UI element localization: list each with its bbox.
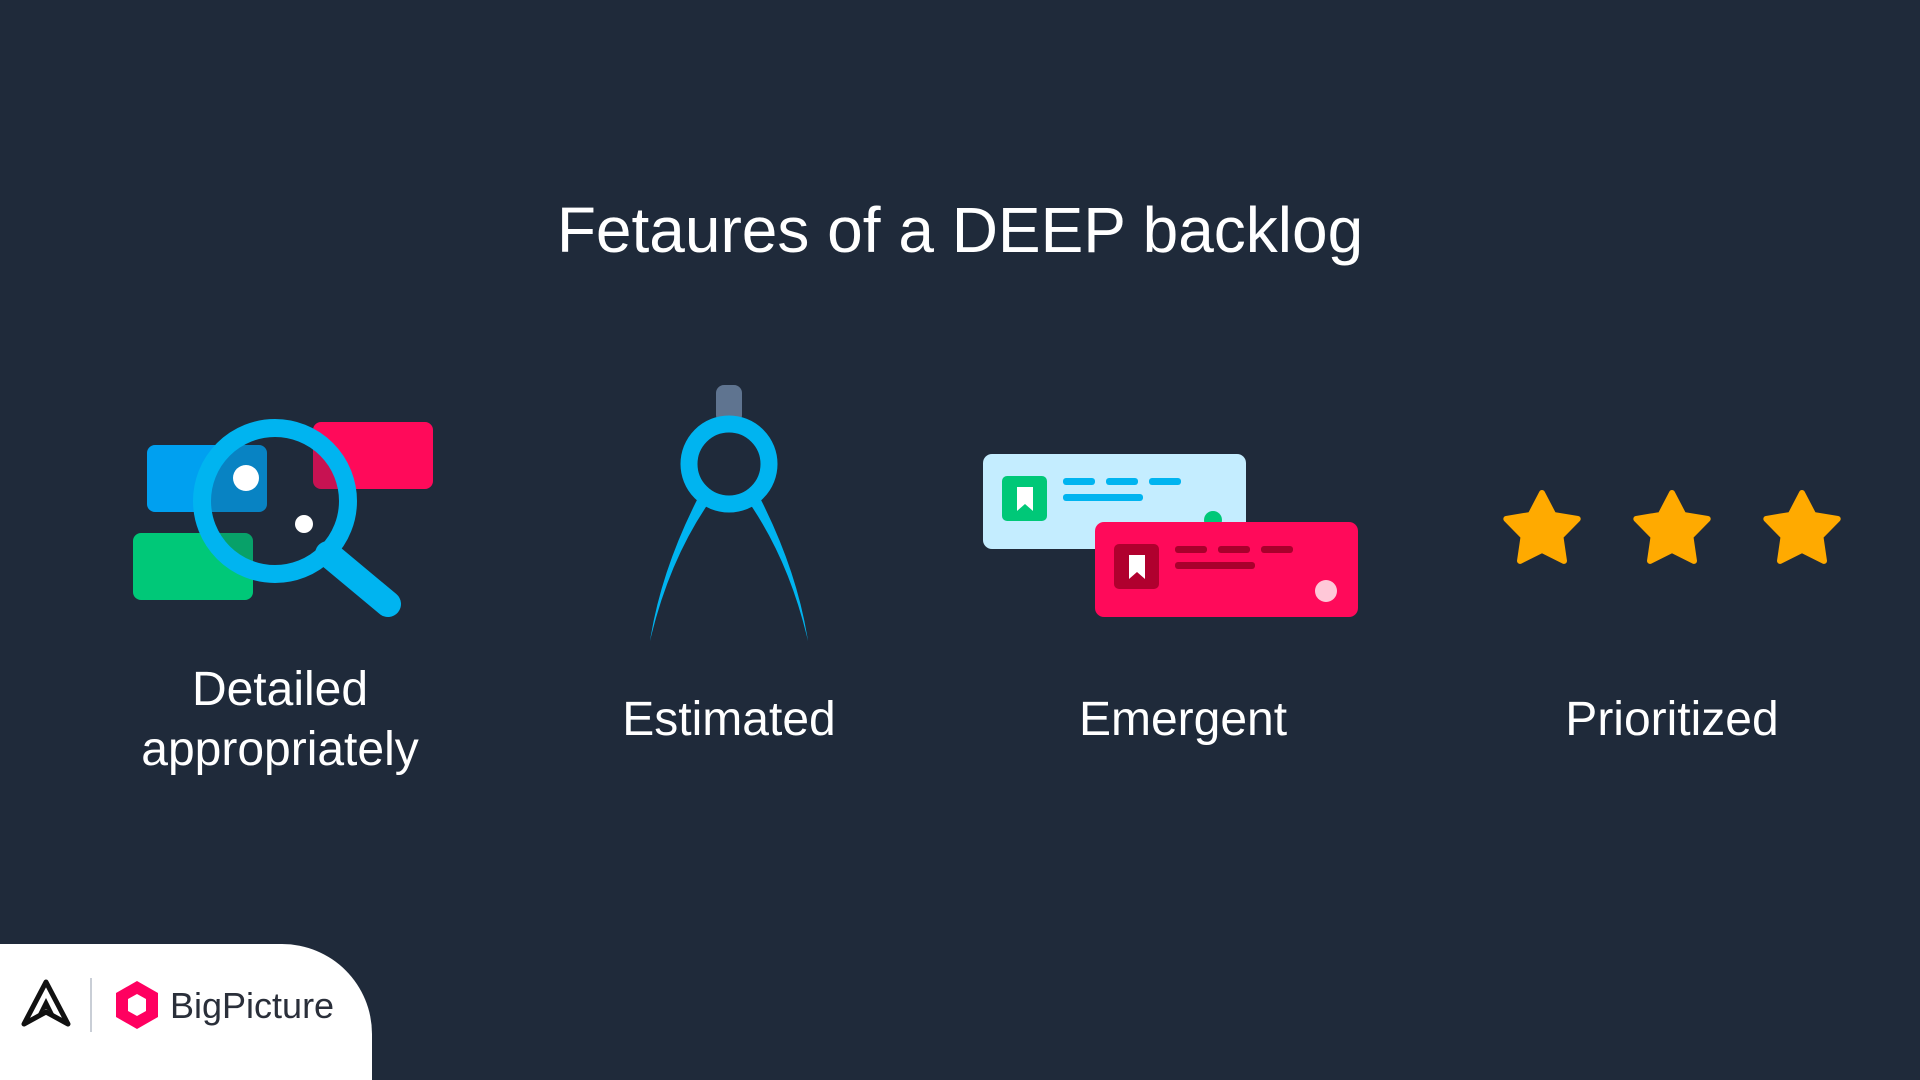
feature-label-line2: appropriately [141,723,419,776]
logo-divider [90,978,92,1032]
stars-icon [1503,490,1841,564]
compass-icon [650,385,808,641]
brand-name: BigPicture [170,985,335,1026]
star-icon [1763,490,1841,564]
star-icon [1503,490,1581,564]
atlassian-like-logo-icon [21,979,71,1027]
magnifier-cards-icon [133,419,433,617]
feature-label: Emergent [1078,693,1288,746]
cards-icon [983,454,1358,617]
star-icon [1633,490,1711,564]
page-title: Fetaures of a DEEP backlog [556,194,1364,266]
feature-label: Estimated [622,693,836,746]
feature-emergent: Emergent [983,370,1383,790]
brand-logo-card: BigPicture [0,944,372,1080]
feature-prioritized: Prioritized [1472,370,1872,790]
bigpicture-hexagon-icon [116,981,158,1029]
feature-label-line1: Detailed [191,663,369,716]
feature-estimated: Estimated [529,370,929,790]
feature-label: Prioritized [1565,693,1779,746]
feature-detailed: Detailed appropriately [80,370,480,790]
